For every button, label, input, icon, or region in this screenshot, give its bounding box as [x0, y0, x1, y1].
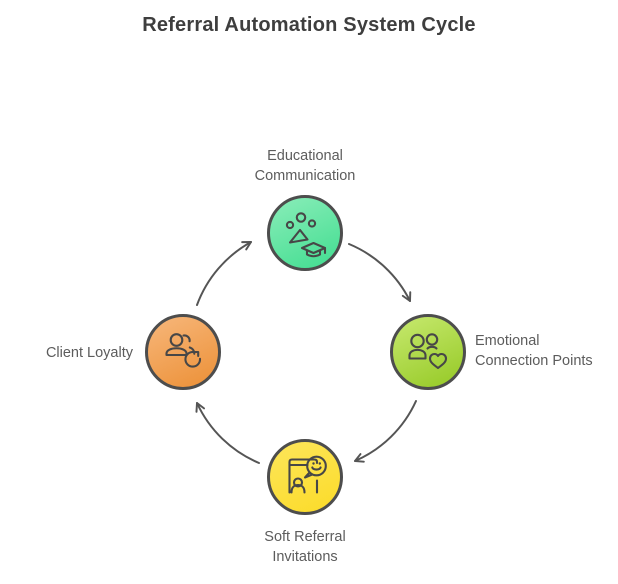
node-soft-referral-invitations: [267, 439, 343, 515]
arrow-top-to-right: [348, 243, 412, 302]
arrow-left-to-top: [196, 241, 252, 306]
label-soft-referral-invitations: Soft Referral Invitations: [264, 529, 346, 565]
node-educational-communication: [267, 195, 343, 271]
education-communication-icon: [285, 212, 327, 258]
label-emotional-connection-points: Emotional Connection Points: [475, 333, 593, 369]
arrow-right-to-bottom: [354, 400, 417, 463]
arrow-bottom-to-left: [195, 402, 260, 464]
referral-invitation-icon: [288, 455, 327, 494]
label-client-loyalty: Client Loyalty: [45, 345, 133, 361]
node-emotional-connection-points: [390, 314, 466, 390]
label-educational-communication: Educational Communication: [254, 148, 356, 184]
page-title: Referral Automation System Cycle: [142, 14, 476, 36]
node-client-loyalty: [145, 314, 221, 390]
client-loyalty-icon: [165, 333, 202, 368]
people-heart-icon: [408, 333, 448, 370]
